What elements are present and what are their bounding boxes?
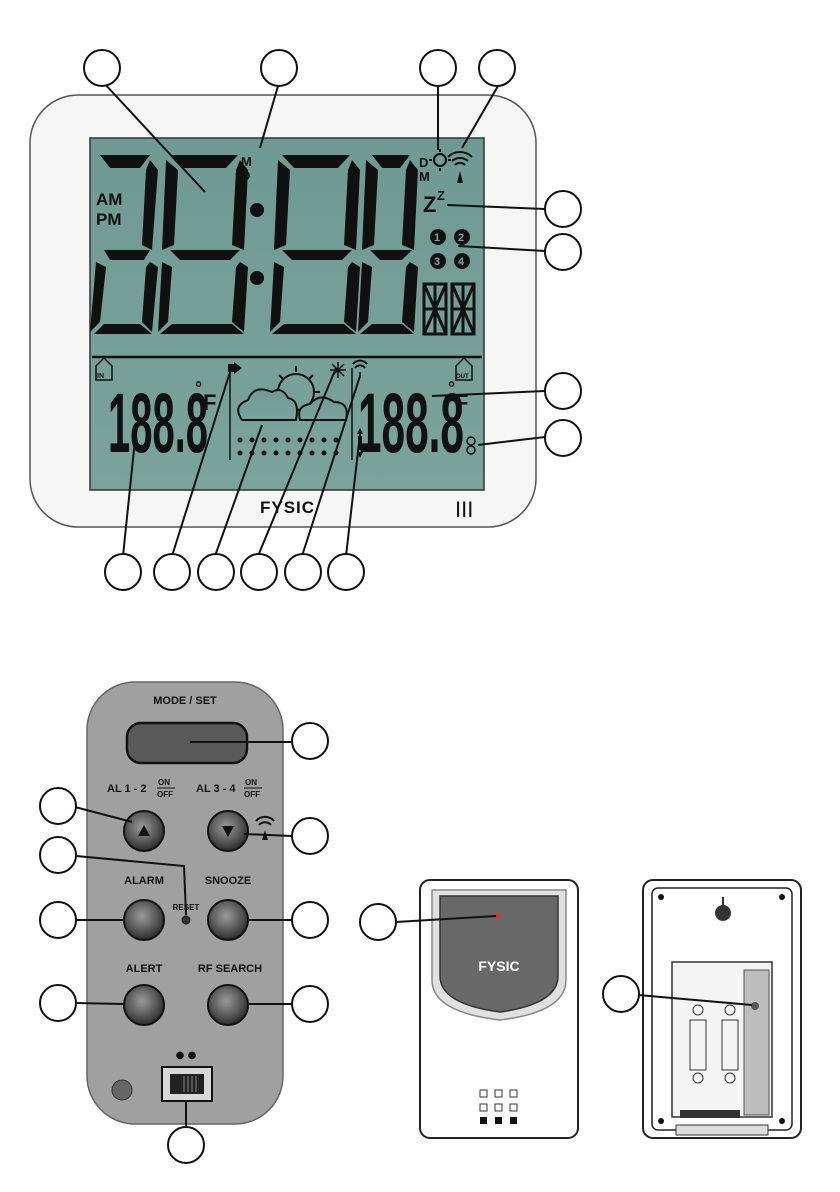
- rf-search-button[interactable]: [208, 985, 248, 1025]
- outdoor-sensor-back: [603, 880, 801, 1138]
- al12-off: OFF: [157, 790, 173, 799]
- alert-button[interactable]: [124, 985, 164, 1025]
- alarm-2-num: 2: [458, 232, 464, 244]
- svg-text:IN: IN: [97, 373, 104, 380]
- mode-set-label: MODE / SET: [153, 695, 217, 707]
- base-marking: III: [455, 497, 473, 522]
- dm-d: D: [419, 155, 428, 170]
- snooze-z-big: Z: [423, 192, 436, 217]
- unit-switch-slider[interactable]: [170, 1074, 204, 1094]
- battery-door: [744, 970, 769, 1115]
- alert-label: ALERT: [126, 963, 163, 975]
- sensor-reset-hole[interactable]: [751, 1002, 759, 1010]
- alarm-label: ALARM: [124, 875, 164, 887]
- outdoor-sensor-front: FYSIC: [360, 880, 578, 1138]
- rf-search-label: RF SEARCH: [198, 963, 262, 975]
- indoor-degree: °: [195, 378, 202, 398]
- alarm-button[interactable]: [124, 900, 164, 940]
- switch-dots: ● ●: [176, 1050, 197, 1061]
- al12-on: ON: [158, 778, 170, 787]
- indoor-unit: F: [203, 390, 216, 415]
- reset-button[interactable]: [182, 916, 190, 924]
- md-d: D: [241, 168, 250, 183]
- colon-top: [250, 203, 264, 217]
- dm-m: M: [419, 169, 430, 184]
- alarm-1-num: 1: [434, 232, 440, 244]
- md-m: M: [241, 154, 252, 169]
- al34-label: AL 3 - 4: [196, 783, 236, 795]
- am-indicator: AM: [96, 190, 122, 209]
- alarm-3-num: 3: [434, 256, 440, 268]
- base-brand-logo: FYSIC: [260, 498, 315, 517]
- snooze-label: SNOOZE: [205, 875, 251, 887]
- sensor-brand-logo: FYSIC: [478, 958, 519, 974]
- al34-off: OFF: [244, 790, 260, 799]
- speaker-hole: [112, 1080, 132, 1100]
- colon-bottom: [250, 271, 264, 285]
- snooze-button[interactable]: [208, 900, 248, 940]
- base-station: AM PM: [30, 95, 536, 527]
- indoor-temp: 188.8: [108, 376, 208, 470]
- snooze-z-small: Z: [437, 188, 445, 203]
- al34-on: ON: [245, 778, 257, 787]
- pm-indicator: PM: [96, 210, 122, 229]
- alarm-4-num: 4: [458, 256, 465, 268]
- al12-label: AL 1 - 2: [107, 783, 147, 795]
